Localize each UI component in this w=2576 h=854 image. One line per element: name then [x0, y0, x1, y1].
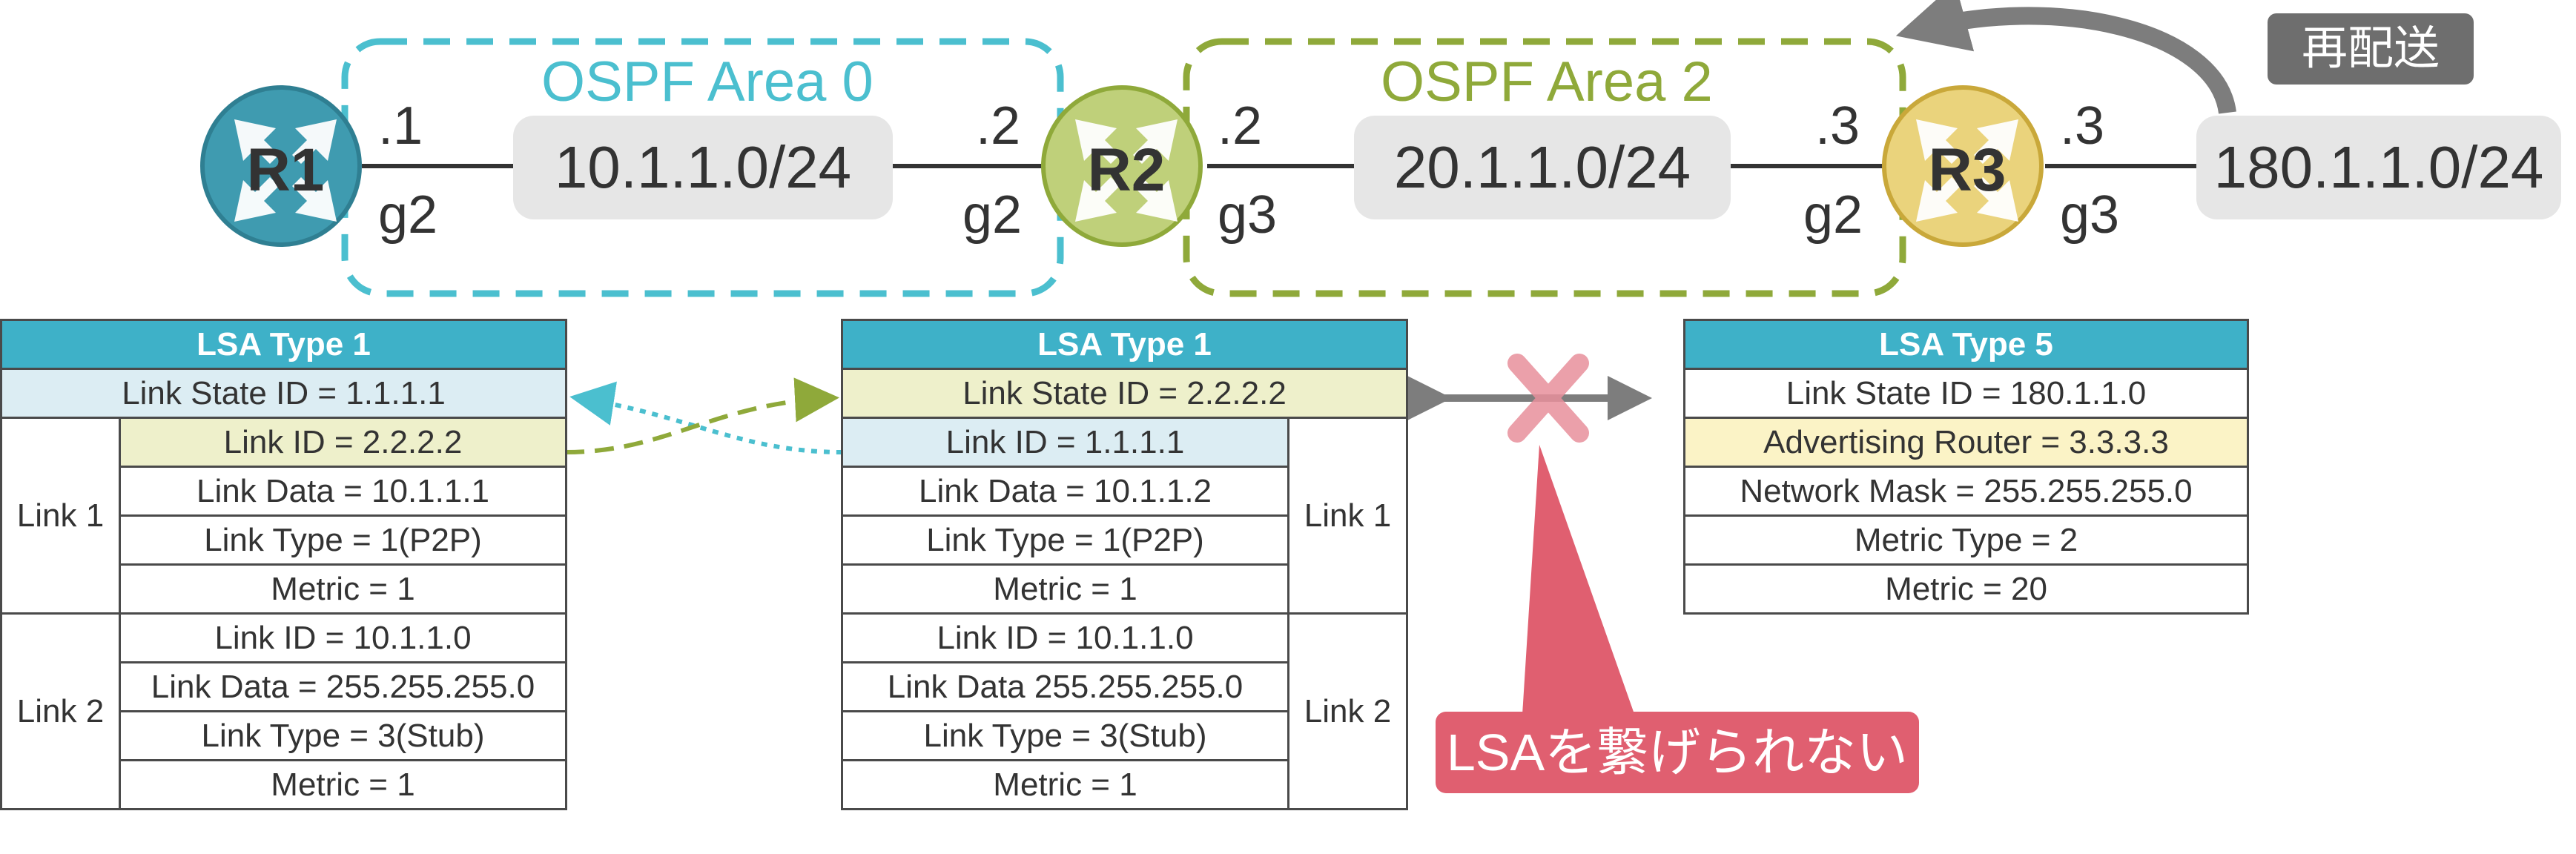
- r2-left-address-label: .2: [976, 96, 1021, 156]
- router-r3[interactable]: R3: [1882, 85, 2044, 247]
- cross-icon: [1507, 354, 1589, 443]
- router-r1[interactable]: R1: [200, 85, 362, 247]
- lsa-ref-arrow-blue: [569, 381, 843, 454]
- link-row: Link Data = 10.1.1.2: [841, 466, 1289, 517]
- lsa-row: Metric Type = 2: [1683, 514, 2249, 566]
- lsa-table-title: LSA Type 1: [0, 319, 567, 370]
- router-icon: [234, 119, 337, 222]
- link-name: Link 1: [0, 417, 121, 615]
- link-row: Link Data = 255.255.255.0: [119, 661, 567, 712]
- lsa-table-r3-type5: LSA Type 5 Link State ID = 180.1.1.0 Adv…: [1683, 319, 2249, 615]
- r2-right-interface-label: g3: [1218, 185, 1278, 245]
- link-name: Link 2: [1287, 612, 1408, 810]
- lsa-table-title: LSA Type 5: [1683, 319, 2249, 370]
- redistribute-arrow: [1895, 0, 2236, 115]
- link-row: Link Type = 3(Stub): [841, 710, 1289, 761]
- link-row: Link Data = 10.1.1.1: [119, 466, 567, 517]
- lsa-table-r1: LSA Type 1 Link State ID = 1.1.1.1 Link …: [0, 319, 567, 810]
- router-r3-label: R3: [1928, 136, 2007, 204]
- router-r2[interactable]: R2: [1041, 85, 1203, 247]
- lsa-row: Advertising Router = 3.3.3.3: [1683, 417, 2249, 468]
- link-row: Link ID = 1.1.1.1: [841, 417, 1289, 468]
- lsa-table-r2: LSA Type 1 Link State ID = 2.2.2.2 Link …: [841, 319, 1408, 810]
- r1-interface-label: g2: [378, 185, 438, 245]
- router-r2-label: R2: [1087, 136, 1166, 204]
- callout-pointer: [1522, 445, 1639, 726]
- redistribute-label: 再配送: [2268, 13, 2474, 85]
- network-box-20: 20.1.1.0/24: [1354, 116, 1731, 219]
- link-row: Link Type = 1(P2P): [841, 514, 1289, 566]
- r3-right-interface-label: g3: [2060, 185, 2120, 245]
- r2-right-address-label: .2: [1218, 96, 1263, 156]
- r3-right-address-label: .3: [2060, 96, 2105, 156]
- r2-left-interface-label: g2: [962, 185, 1023, 245]
- cannot-link-callout: LSAを繋げられない: [1436, 712, 1919, 793]
- network-box-180: 180.1.1.0/24: [2196, 116, 2561, 219]
- link-name: Link 1: [1287, 417, 1408, 615]
- link-row: Metric = 1: [119, 759, 567, 810]
- lsa-row: Network Mask = 255.255.255.0: [1683, 466, 2249, 517]
- link-row: Metric = 1: [841, 759, 1289, 810]
- link-name: Link 2: [0, 612, 121, 810]
- link-row: Link ID = 10.1.1.0: [841, 612, 1289, 663]
- network-box-10: 10.1.1.0/24: [513, 116, 893, 219]
- link-row: Link Data 255.255.255.0: [841, 661, 1289, 712]
- link-row: Link Type = 1(P2P): [119, 514, 567, 566]
- lsa-row: Metric = 20: [1683, 563, 2249, 615]
- link-row: Metric = 1: [119, 563, 567, 615]
- lsa-ref-arrow-green: [564, 377, 839, 454]
- area2-title: OSPF Area 2: [1381, 50, 1713, 113]
- router-icon: [1075, 119, 1178, 222]
- area0-title: OSPF Area 0: [541, 50, 873, 113]
- link-state-id: Link State ID = 2.2.2.2: [841, 368, 1408, 419]
- r3-left-interface-label: g2: [1803, 185, 1863, 245]
- link-row: Metric = 1: [841, 563, 1289, 615]
- router-icon: [1916, 119, 2018, 222]
- link-row: Link ID = 10.1.1.0: [119, 612, 567, 663]
- lsa-table-title: LSA Type 1: [841, 319, 1408, 370]
- r3-left-address-label: .3: [1815, 96, 1860, 156]
- router-r1-label: R1: [246, 136, 325, 204]
- link-row: Link Type = 3(Stub): [119, 710, 567, 761]
- lsa-row: Link State ID = 180.1.1.0: [1683, 368, 2249, 419]
- link-state-id: Link State ID = 1.1.1.1: [0, 368, 567, 419]
- r1-address-label: .1: [378, 96, 423, 156]
- link-row: Link ID = 2.2.2.2: [119, 417, 567, 468]
